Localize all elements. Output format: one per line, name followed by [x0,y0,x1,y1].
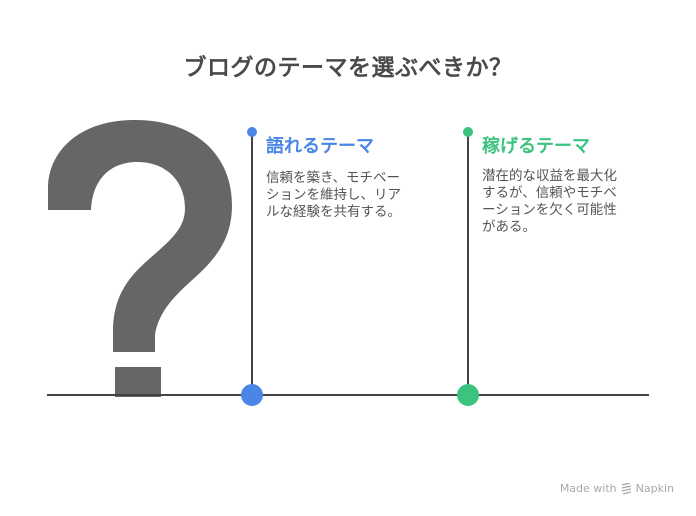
napkin-logo-icon [621,482,631,495]
option-2-description: 潜在的な収益を最大化 するが、信頼やモチベ ーションを欠く可能性 がある。 [482,168,617,235]
option-1-title: 語れるテーマ [266,136,374,157]
option-2-stem [467,132,469,396]
option-1-stem [251,132,253,396]
option-2-base-dot [457,384,479,406]
napkin-brand-label: Napkin [635,482,674,495]
option-2-top-dot [463,127,473,137]
option-1-base-dot [241,384,263,406]
page-title: ブログのテーマを選ぶべきか？ [183,55,513,81]
option-1-description: 信頼を築き、モチベー ションを維持し、リア ルな経験を共有する。 [266,170,401,220]
made-with-napkin-badge[interactable]: Made with Napkin [560,482,674,495]
timeline-baseline [47,394,649,396]
made-with-label: Made with [559,482,617,495]
question-mark-icon [48,120,232,397]
option-2-title: 稼げるテーマ [482,136,590,157]
option-1-top-dot [247,127,257,137]
